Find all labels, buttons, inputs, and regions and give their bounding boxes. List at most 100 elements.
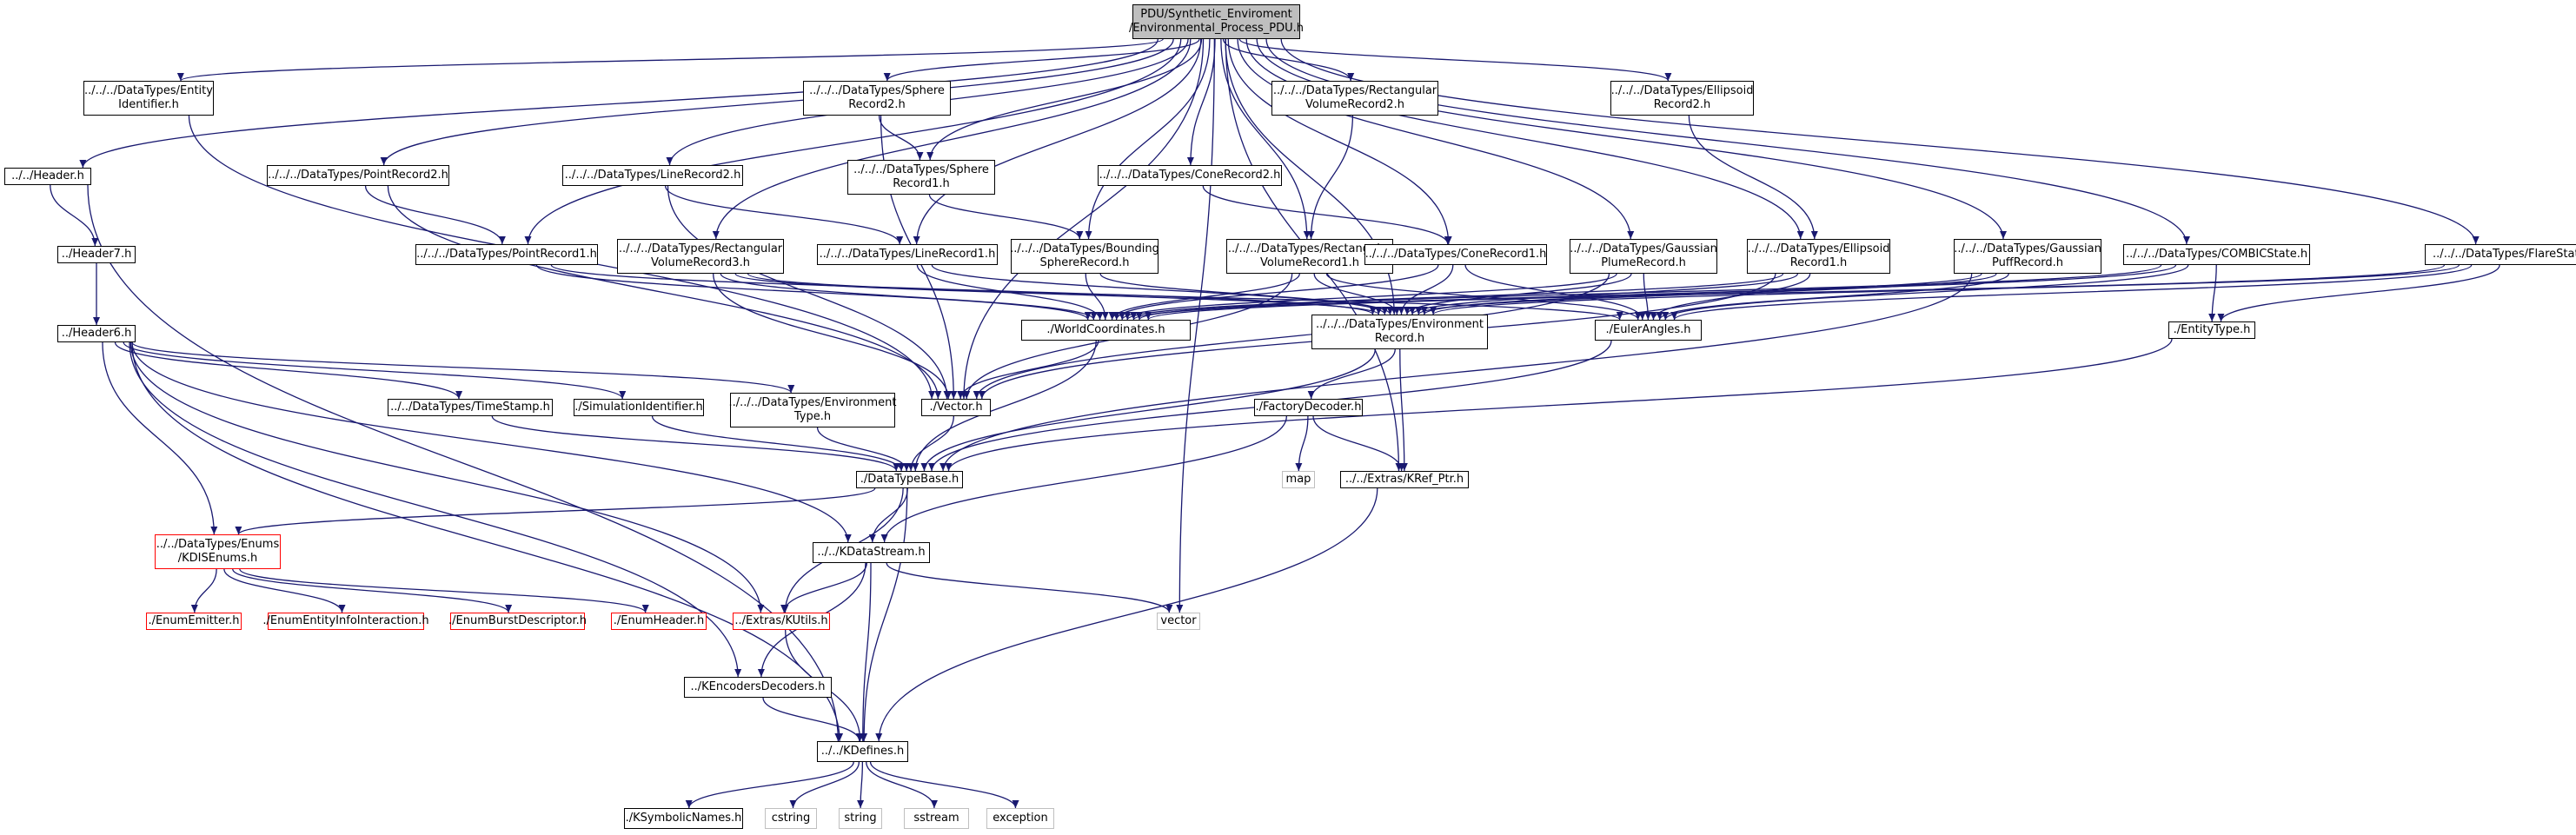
node-combic-state[interactable]: ../../../DataTypes/COMBICState.h — [2123, 244, 2310, 265]
edge-point-record2-to-vector — [387, 185, 942, 400]
node-enum-header[interactable]: ./EnumHeader.h — [611, 613, 707, 630]
node-point-record2[interactable]: ../../../DataTypes/PointRecord2.h — [267, 165, 449, 186]
edge-kdefines-to-string — [857, 761, 865, 809]
node-vector-std: vector — [1157, 613, 1200, 630]
edge-factory-decoder-to-map — [1295, 415, 1309, 472]
edge-flare-state-to-entity-type — [2217, 264, 2500, 322]
edge-line-record2-to-line-record1 — [665, 185, 904, 245]
edge-kdata-stream-to-vector-std — [886, 562, 1173, 613]
edge-root-to-point-record1 — [524, 38, 1182, 245]
edge-data-type-base-to-kdefines — [860, 487, 908, 742]
edge-header6-to-kdis-enums — [102, 341, 218, 535]
node-enum-burst[interactable]: ./EnumBurstDescriptor.h — [448, 613, 587, 630]
edge-combic-state-to-entity-type — [2208, 264, 2217, 322]
edge-bounding-sphere-record-to-world-coordinates — [1085, 273, 1109, 321]
edge-root-to-entity-identifier — [177, 38, 1164, 82]
edge-kdis-enums-to-enum-header — [239, 568, 649, 613]
node-ellipsoid-record1[interactable]: ../../../DataTypes/Ellipsoid Record1.h — [1747, 239, 1890, 274]
edge-kdis-enums-to-enum-burst — [232, 568, 513, 613]
node-kref-ptr[interactable]: ../../Extras/KRef_Ptr.h — [1340, 471, 1469, 488]
edge-root-to-sphere-record2 — [883, 38, 1200, 82]
node-ksymbolic[interactable]: ./KSymbolicNames.h — [624, 808, 743, 829]
node-kutils[interactable]: ../Extras/KUtils.h — [733, 613, 830, 630]
edge-kdata-stream-to-kdefines — [859, 562, 872, 742]
node-world-coordinates[interactable]: ./WorldCoordinates.h — [1021, 320, 1191, 341]
node-rect-volume-record2[interactable]: ../../../DataTypes/Rectangular VolumeRec… — [1271, 81, 1438, 116]
node-header7[interactable]: ../Header7.h — [57, 246, 136, 263]
edge-header6-to-kdata-stream — [131, 341, 852, 543]
node-sstream: sstream — [904, 808, 969, 829]
edge-root-to-header — [79, 38, 1159, 169]
edge-environment-type-to-data-type-base — [816, 427, 911, 472]
node-header[interactable]: ../../Header.h — [4, 168, 91, 185]
node-euler-angles[interactable]: ./EulerAngles.h — [1595, 320, 1702, 341]
edge-gaussian-plume-record-to-world-coordinates — [1119, 273, 1617, 321]
edge-rect-volume-record3-to-euler-angles — [747, 273, 1623, 321]
node-gaussian-plume-record[interactable]: ../../../DataTypes/Gaussian PlumeRecord.… — [1570, 239, 1717, 274]
node-flare-state[interactable]: ../../../DataTypes/FlareState.h — [2425, 244, 2576, 265]
node-sphere-record2[interactable]: ../../../DataTypes/Sphere Record2.h — [803, 81, 951, 116]
edge-bounding-sphere-record-to-environment-record — [1099, 273, 1394, 315]
node-kdata-stream[interactable]: ../../KDataStream.h — [813, 542, 930, 563]
edge-simulation-identifier-to-data-type-base — [651, 415, 906, 472]
node-environment-record[interactable]: ../../../DataTypes/Environment Record.h — [1311, 315, 1488, 349]
node-line-record1[interactable]: ../../../DataTypes/LineRecord1.h — [817, 244, 998, 265]
edge-flare-state-to-world-coordinates — [1145, 264, 2446, 321]
edge-flare-state-to-euler-angles — [1670, 264, 2473, 321]
node-data-type-base[interactable]: ./DataTypeBase.h — [856, 471, 963, 488]
edge-rect-volume-record1-to-environment-record — [1313, 273, 1401, 315]
edge-entity-type-to-data-type-base — [945, 338, 2173, 472]
edge-rect-volume-record3-to-vector — [713, 273, 953, 400]
edge-root-to-bounding-sphere-record — [1085, 38, 1211, 240]
edge-kdefines-to-ksymbolic — [685, 761, 854, 809]
node-ellipsoid-record2[interactable]: ../../../DataTypes/Ellipsoid Record2.h — [1610, 81, 1754, 116]
edge-cone-record1-to-euler-angles — [1464, 264, 1646, 321]
node-bounding-sphere-record[interactable]: ../../../DataTypes/Bounding SphereRecord… — [1010, 239, 1159, 274]
node-gaussian-puff-record[interactable]: ../../../DataTypes/Gaussian PuffRecord.h — [1954, 239, 2101, 274]
node-enum-entity-info[interactable]: ./EnumEntityInfoInteraction.h — [262, 613, 429, 630]
edge-kdefines-to-cstring — [789, 761, 860, 809]
edge-root-to-rect-volume-record1 — [1220, 38, 1311, 240]
dependency-edges — [50, 38, 2500, 809]
edge-rect-volume-record2-to-rect-volume-record1 — [1307, 115, 1354, 240]
edge-cone-record1-to-world-coordinates — [1112, 264, 1439, 321]
edge-root-to-vector-std — [1176, 38, 1215, 613]
node-time-stamp[interactable]: ../../DataTypes/TimeStamp.h — [388, 399, 553, 416]
edge-ellipsoid-record2-to-ellipsoid-record1 — [1688, 115, 1818, 240]
node-header6[interactable]: ../Header6.h — [57, 325, 136, 342]
node-root: PDU/Synthetic_Enviroment /Environmental_… — [1129, 4, 1304, 39]
node-kdis-enums[interactable]: ../../DataTypes/Enums /KDISEnums.h — [155, 534, 281, 569]
node-point-record1[interactable]: ../../../DataTypes/PointRecord1.h — [415, 244, 598, 265]
node-factory-decoder[interactable]: ./FactoryDecoder.h — [1254, 399, 1363, 416]
edge-time-stamp-to-data-type-base — [491, 415, 900, 472]
node-environment-type[interactable]: ../../../DataTypes/Environment Type.h — [729, 393, 897, 427]
node-entity-identifier[interactable]: ../../../DataTypes/Entity Identifier.h — [83, 81, 214, 116]
edge-ellipsoid-record1-to-world-coordinates — [1124, 273, 1784, 321]
edge-cone-record1-to-environment-record — [1398, 264, 1454, 315]
edge-root-to-ellipsoid-record2 — [1238, 38, 1672, 82]
node-kdefines[interactable]: ../../KDefines.h — [817, 741, 908, 762]
node-sphere-record1[interactable]: ../../../DataTypes/Sphere Record1.h — [847, 160, 995, 195]
edge-factory-decoder-to-kref-ptr — [1312, 415, 1405, 472]
node-cone-record2[interactable]: ../../../DataTypes/ConeRecord2.h — [1098, 165, 1282, 186]
node-line-record2[interactable]: ../../../DataTypes/LineRecord2.h — [562, 165, 743, 186]
edge-rect-volume-record3-to-world-coordinates — [720, 273, 1098, 321]
node-kencoders[interactable]: ../KEncodersDecoders.h — [684, 677, 832, 698]
edge-kdis-enums-to-enum-emitter — [190, 568, 217, 613]
node-map: map — [1282, 471, 1315, 488]
edge-header6-to-kdefines — [131, 341, 844, 742]
node-simulation-identifier[interactable]: ./SimulationIdentifier.h — [574, 399, 704, 416]
edge-data-type-base-to-kdis-enums — [235, 487, 876, 535]
node-vector[interactable]: ./Vector.h — [921, 399, 991, 416]
node-rect-volume-record3[interactable]: ../../../DataTypes/Rectangular VolumeRec… — [617, 239, 784, 274]
edge-sphere-record1-to-bounding-sphere-record — [928, 194, 1084, 240]
edge-root-to-gaussian-plume-record — [1237, 38, 1635, 240]
edge-root-to-flare-state — [1280, 38, 2480, 245]
edge-flare-state-to-environment-record — [1430, 264, 2460, 315]
node-cone-record1[interactable]: ../../../DataTypes/ConeRecord1.h — [1364, 244, 1547, 265]
node-enum-emitter[interactable]: ./EnumEmitter.h — [146, 613, 242, 630]
node-entity-type[interactable]: ./EntityType.h — [2168, 321, 2255, 339]
edge-root-to-combic-state — [1265, 38, 2190, 245]
edge-sphere-record2-to-sphere-record1 — [878, 115, 924, 161]
